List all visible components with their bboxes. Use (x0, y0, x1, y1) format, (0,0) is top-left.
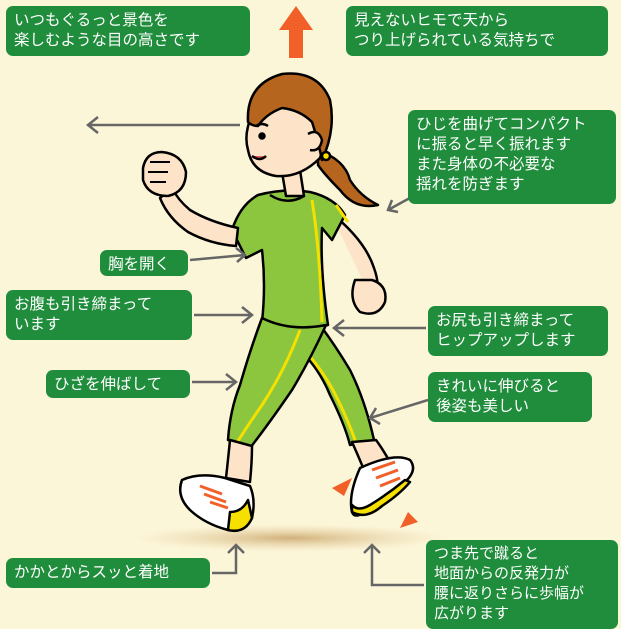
front-shoe-icon (179, 474, 255, 532)
label-knee: ひざを伸ばして (46, 370, 190, 398)
front-leg (224, 316, 328, 484)
label-calf: きれいに伸びると 後姿も美しい (428, 372, 592, 422)
up-arrow-icon (279, 6, 313, 58)
label-elbow: ひじを曲げてコンパクト に振ると早く振れます また身体の不必要な 揺れを防ぎます (408, 110, 616, 204)
head (245, 72, 380, 208)
gaze-direction-arrow (85, 116, 240, 134)
label-string: 見えないヒモで天から つり上げられている気持ちで (346, 6, 608, 56)
ground-shadow (130, 524, 450, 552)
label-hip: お尻も引き締まって ヒップアップします (428, 306, 608, 356)
kick-arrow-down-icon (400, 512, 418, 528)
ponytail (316, 148, 380, 208)
kick-arrow-up-icon (332, 478, 352, 496)
torso (230, 189, 350, 331)
back-shoe-icon (349, 456, 415, 517)
label-gaze: いつもぐるっと景色を 楽しむような目の高さです (6, 6, 250, 56)
label-belly: お腹も引き締まって います (6, 290, 192, 340)
label-chest: 胸を開く (100, 250, 188, 276)
label-heel: かかとからスッと着地 (6, 558, 210, 588)
back-arm (329, 211, 387, 315)
label-toe: つま先で蹴ると 地面からの反発力が 腰に返りさらに歩幅が 広がります (426, 540, 618, 629)
front-arm (141, 150, 240, 248)
eye (258, 132, 266, 140)
mouth (251, 154, 267, 161)
